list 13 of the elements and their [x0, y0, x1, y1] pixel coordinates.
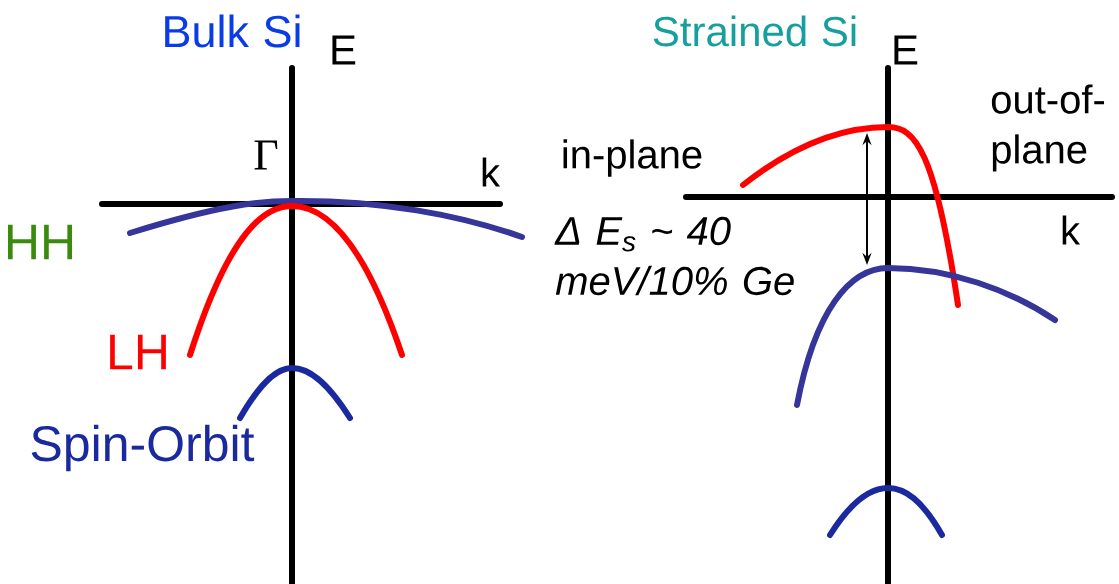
axis-label: k	[1062, 215, 1081, 245]
panel-title: Bulk Si	[165, 14, 300, 48]
band-label: LH	[110, 334, 166, 370]
band-label: HH	[8, 224, 72, 260]
band-label: Spin-Orbit	[31, 424, 255, 472]
direction-label: in-plane	[563, 139, 702, 177]
axis-label: E	[894, 35, 918, 65]
axis-label: Γ	[254, 140, 278, 170]
direction-label: out-of-plane	[991, 84, 1105, 172]
axis-label: E	[332, 35, 356, 65]
splitting-label: Δ E$_{s}$ ~ 40 meV/10% Ge	[554, 216, 794, 296]
axis-label: k	[482, 157, 501, 187]
panel-title: Strained Si	[653, 15, 856, 47]
